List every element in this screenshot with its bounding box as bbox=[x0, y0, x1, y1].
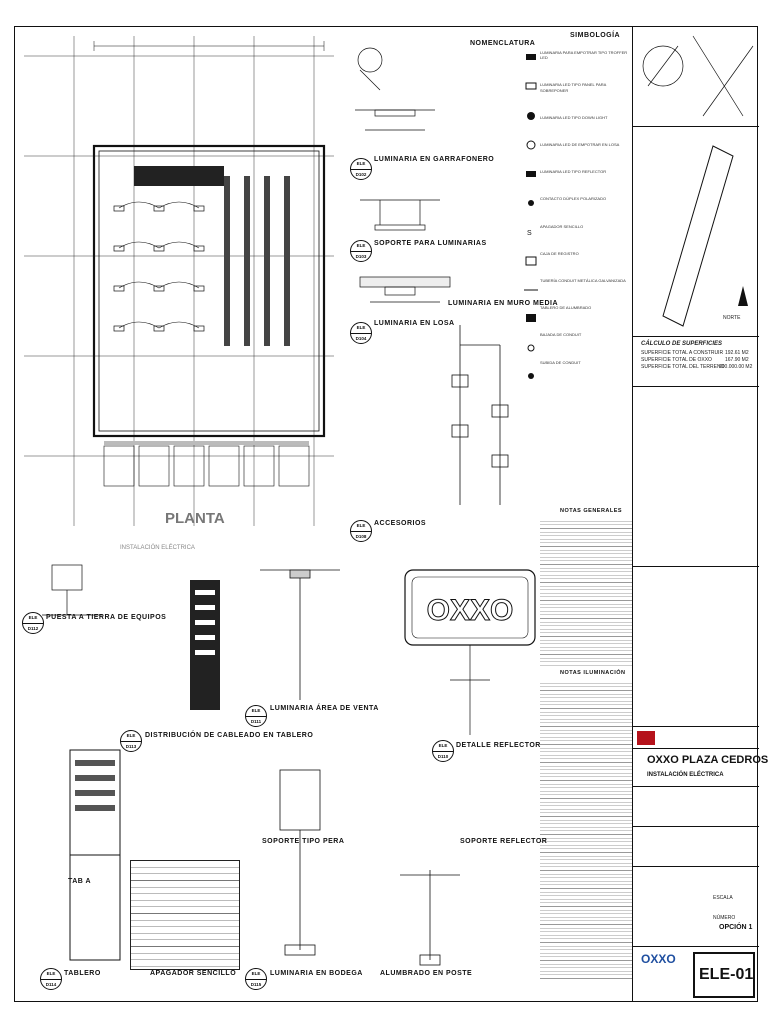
title-block: NORTE CÁLCULO DE SUPERFICIES SUPERFICIE … bbox=[632, 26, 768, 1002]
area-value: 192.61 M2 bbox=[725, 350, 749, 356]
detail-grounding-drawing bbox=[42, 564, 102, 616]
detail-title-slab: LUMINARIA EN LOSA bbox=[374, 320, 455, 327]
detail-cabling-drawing bbox=[190, 580, 220, 710]
symbol-item: TUBERÍA CONDUIT METÁLICA GALVANIZADA bbox=[540, 278, 626, 284]
detail-garage-drawing bbox=[355, 47, 435, 131]
area-label: SUPERFICIE TOTAL DEL TERRENO bbox=[641, 364, 725, 370]
symbol-item: LUMINARIA LED TIPO PANEL PARA SOBREPONER bbox=[540, 82, 607, 93]
north-label: NORTE bbox=[723, 315, 741, 321]
plan-subtitle: INSTALACIÓN ELÉCTRICA bbox=[120, 545, 195, 551]
detail-title-pier: SOPORTE TIPO PERA bbox=[262, 838, 345, 845]
symbol-item: TABLERO DE ALUMBRADO bbox=[540, 305, 592, 311]
site-plan bbox=[662, 145, 748, 327]
area-label: SUPERFICIE TOTAL A CONSTRUIR bbox=[641, 350, 724, 356]
scale-label: ESCALA bbox=[713, 895, 733, 901]
drawing-sheet bbox=[14, 26, 758, 1002]
notes-illumination-text bbox=[540, 680, 632, 980]
detail-title-access: ACCESORIOS bbox=[374, 520, 427, 527]
detail-reflector-drawing: OXXO bbox=[404, 569, 536, 735]
detail-title-board: TABLERO bbox=[64, 970, 101, 977]
oxxo-logo-icon: OXXO bbox=[427, 594, 514, 627]
detail-sales-drawing bbox=[260, 569, 340, 700]
area-value: 167.90 M2 bbox=[725, 357, 749, 363]
sheet-code: ELE-01 bbox=[699, 966, 754, 983]
detail-title-warehouse: LUMINARIA EN BODEGA bbox=[270, 970, 363, 977]
area-value: 900.000.00 M2 bbox=[719, 364, 753, 370]
plan-title: PLANTA bbox=[165, 510, 225, 527]
detail-title-grounding: PUESTA A TIERRA DE EQUIPOS bbox=[46, 614, 167, 621]
symbol-item: LUMINARIA LED TIPO DOWN LIGHT bbox=[540, 114, 608, 120]
svg-text:S: S bbox=[527, 230, 532, 237]
detail-title-reflector-support: SOPORTE REFLECTOR bbox=[460, 838, 548, 845]
detail-pier-drawing bbox=[279, 769, 321, 956]
location-map bbox=[642, 35, 754, 117]
detail-title-post: ALUMBRADO EN POSTE bbox=[380, 970, 473, 977]
areas-title: CÁLCULO DE SUPERFICIES bbox=[641, 341, 723, 347]
sheet-code-box bbox=[693, 952, 755, 998]
floor-plan bbox=[24, 36, 334, 526]
notes-general-text bbox=[540, 518, 632, 668]
brand-mark bbox=[637, 731, 655, 745]
symbol-item: CAJA DE REGISTRO bbox=[540, 250, 579, 256]
symbol-item: APAGADOR SENCILLO bbox=[540, 223, 584, 229]
area-label: SUPERFICIE TOTAL DE OXXO bbox=[641, 357, 712, 363]
symbol-item: LUMINARIA LED DE EMPOTRAR EN LOSA bbox=[540, 142, 620, 148]
detail-title-cabling: DISTRIBUCIÓN DE CABLEADO EN TABLERO bbox=[145, 732, 314, 739]
detail-title-sales: LUMINARIA ÁREA DE VENTA bbox=[270, 705, 379, 712]
detail-slab-drawing bbox=[359, 276, 451, 303]
north-arrow-icon bbox=[738, 286, 748, 306]
sheet-number-label: NÚMERO bbox=[713, 915, 736, 921]
symbology-title: SIMBOLOGÍA bbox=[570, 32, 621, 39]
project-name: OXXO PLAZA CEDROS bbox=[647, 754, 768, 766]
load-table bbox=[130, 860, 240, 970]
version-label: OPCIÓN 1 bbox=[719, 924, 753, 931]
symbol-item: CONTACTO DÚPLEX POLARIZADO bbox=[540, 196, 607, 202]
detail-title-garage: LUMINARIA EN GARRAFONERO bbox=[374, 156, 495, 163]
detail-title-reflector: DETALLE REFLECTOR bbox=[456, 742, 541, 749]
board-table-title: TAB A bbox=[68, 878, 92, 885]
detail-support-drawing bbox=[360, 199, 440, 231]
sheet-title: INSTALACIÓN ELÉCTRICA bbox=[647, 772, 724, 778]
nomenclature-title: NOMENCLATURA bbox=[470, 40, 536, 47]
symbol-item: SUBIDA DE CONDUIT bbox=[540, 359, 581, 365]
detail-board-drawing bbox=[69, 749, 121, 961]
detail-title-wall: LUMINARIA EN MURO MEDIA bbox=[448, 300, 559, 307]
symbology-glyphs: S bbox=[524, 54, 538, 379]
notes-general-title: NOTAS GENERALES bbox=[560, 508, 623, 514]
symbol-item: LUMINARIA PARA EMPOTRAR TIPO TROFFER LED bbox=[540, 50, 628, 61]
detail-title-switch: APAGADOR SENCILLO bbox=[150, 970, 237, 977]
symbol-item: BAJADA DE CONDUIT bbox=[540, 332, 582, 338]
riser-diagram bbox=[451, 325, 509, 505]
notes-illumination-title: NOTAS ILUMINACIÓN bbox=[560, 670, 626, 676]
symbology-list: LUMINARIA PARA EMPOTRAR TIPO TROFFER LED… bbox=[540, 50, 632, 490]
oxxo-logo: OXXO bbox=[641, 952, 676, 966]
detail-title-support: SOPORTE PARA LUMINARIAS bbox=[374, 240, 487, 247]
symbol-item: LUMINARIA LED TIPO REFLECTOR bbox=[540, 169, 607, 175]
detail-post-drawing bbox=[400, 870, 460, 966]
